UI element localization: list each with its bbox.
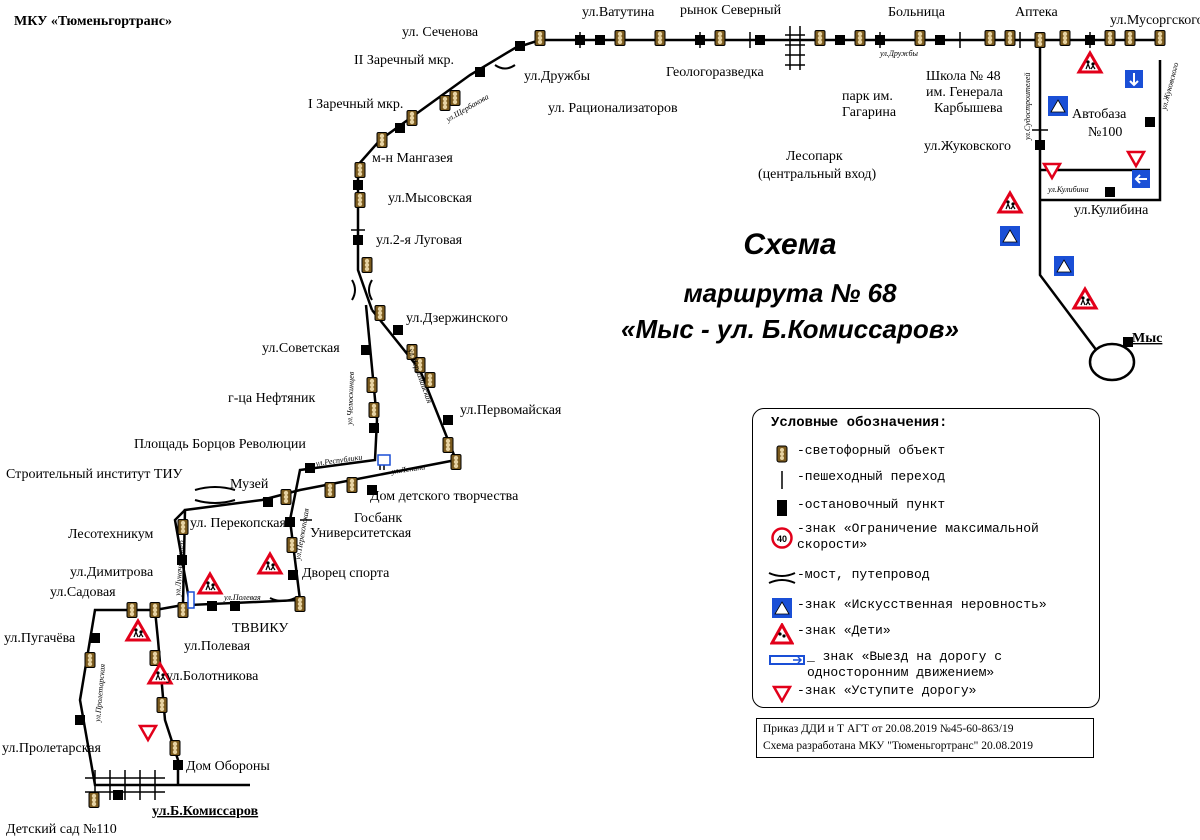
legend-item-pedestrian-crossing: -пешеходный переход	[767, 469, 945, 491]
legend-item-one-way-exit: _ знак «Выезд на дорогу с односторонним …	[767, 649, 1002, 681]
order-line: Приказ ДДИ и Т АГТ от 20.08.2019 №45-60-…	[763, 723, 1014, 735]
stop-label: ТВВИКУ	[232, 621, 288, 636]
stop-label: Университетская	[310, 526, 412, 541]
svg-text:40: 40	[777, 534, 787, 544]
stop-label: ул.Болотникова	[166, 669, 259, 684]
stop-label: ул.Садовая	[50, 585, 116, 600]
legend-item-traffic-light: -светофорный объект	[767, 443, 945, 465]
order-line: Схема разработана МКУ "Тюменьгортранс" 2…	[763, 740, 1033, 752]
route-number: маршрута № 68	[683, 278, 897, 308]
scheme-title: Схема	[743, 228, 837, 261]
stop-label: м-н Мангазея	[372, 151, 453, 166]
legend-header: Условные обозначения:	[771, 415, 948, 431]
stop-label: Детский сад №110	[6, 822, 117, 837]
stop-label: Дом Обороны	[186, 759, 270, 774]
stop-label: ул.Жуковского	[924, 139, 1011, 154]
stop-label: ул.Дружбы	[524, 69, 591, 84]
legend-item-give-way: -знак «Уступите дорогу»	[767, 683, 976, 705]
legend-item-speed-limit: 40 -знак «Ограничение максимальной скоро…	[767, 521, 1039, 553]
street-label: ул.Перекопская	[293, 507, 311, 561]
stop-label: ул.Первомайская	[460, 403, 562, 418]
stop-label: Гагарина	[842, 105, 897, 120]
stop-label: Аптека	[1015, 5, 1059, 20]
stop-label: Автобаза	[1072, 107, 1127, 122]
stop-label: парк им.	[842, 89, 893, 104]
stop-label: Школа № 48	[926, 69, 1001, 84]
stop-label: ул. Сеченова	[402, 25, 479, 40]
stop-label: Лесотехникум	[68, 527, 154, 542]
speed-limit-sign-icon: 40	[767, 527, 797, 549]
street-label: ул.Жуковского	[1159, 61, 1180, 111]
organization-name: МКУ «Тюменьгортранс»	[14, 14, 172, 29]
street-label: ул.Судостроителей	[1023, 73, 1032, 141]
stop-label: Дворец спорта	[302, 566, 390, 581]
road-signs	[125, 51, 1150, 742]
stop-label: (центральный вход)	[758, 167, 877, 182]
stop-label: им. Генерала	[926, 85, 1004, 100]
children-sign-icon	[767, 623, 797, 645]
stop-label: ул.Дзержинского	[406, 311, 508, 326]
street-label: ул.Полевая	[223, 593, 261, 602]
stop-label: Госбанк	[354, 511, 402, 526]
stop-labels: ул. Сеченова ул.Ватутина рынок Северный …	[2, 3, 1200, 837]
stop-label: Музей	[230, 477, 269, 492]
stop-label: ул.Пролетарская	[2, 741, 102, 756]
stop-label: Дом детского творчества	[370, 489, 519, 504]
legend-item-bus-stop: -остановочный пункт	[767, 497, 945, 519]
stop-label: ул. Перекопская	[190, 516, 287, 531]
stop-label: ул.Димитрова	[70, 565, 154, 580]
stop-label: ул. Рационализаторов	[548, 101, 678, 116]
stop-label: ул.2-я Луговая	[376, 233, 463, 248]
traffic-light-icon	[767, 443, 797, 465]
speed-bump-sign-icon	[767, 597, 797, 619]
give-way-sign-icon	[767, 683, 797, 705]
street-label: ул.Челюскинцев	[345, 371, 356, 426]
stop-label: №100	[1088, 125, 1122, 140]
route-name: «Мыс - ул. Б.Комиссаров»	[621, 314, 959, 344]
stop-label: рынок Северный	[680, 3, 782, 18]
legend-item-children: -знак «Дети»	[767, 623, 891, 645]
stop-label: Мыс	[1132, 331, 1162, 346]
stop-label: ул.Ватутина	[582, 5, 655, 20]
stop-label: ул.Мысовская	[388, 191, 472, 206]
stop-label: Площадь Борцов Революции	[134, 437, 306, 452]
street-label: ул.Ленина	[390, 462, 426, 476]
stop-label: ул.Кулибина	[1074, 203, 1149, 218]
street-label: ул.Кулибина	[1047, 185, 1089, 194]
legend-item-bridge: -мост, путепровод	[767, 567, 930, 589]
stop-label: Карбышева	[934, 101, 1003, 116]
stop-label: ул.Советская	[262, 341, 340, 356]
pedestrian-crossing-icon	[767, 469, 797, 491]
stop-label: ул.Полевая	[184, 639, 251, 654]
stop-label: I Заречный мкр.	[308, 97, 403, 112]
stop-label: ул.Пугачёва	[4, 631, 76, 646]
bridge-icon	[767, 567, 797, 589]
stop-label: г-ца Нефтяник	[228, 391, 316, 406]
bus-stop-icon	[767, 497, 797, 519]
stop-label: Больница	[888, 5, 946, 20]
stop-label: Строительный институт ТИУ	[6, 467, 183, 482]
stop-label: Геологоразведка	[666, 65, 764, 80]
legend-item-speed-bump: -знак «Искусственная неровность»	[767, 597, 1047, 619]
street-label: ул.Луначарского	[173, 540, 186, 597]
terminus-loop	[1088, 342, 1136, 382]
stop-label: ул.Мусоргского	[1110, 13, 1200, 28]
pedestrian-crossing-marks	[85, 26, 1091, 800]
order-note: Приказ ДДИ и Т АГТ от 20.08.2019 №45-60-…	[756, 718, 1094, 758]
stop-label: Лесопарк	[786, 149, 843, 164]
stop-label: ул.Б.Комиссаров	[152, 804, 259, 819]
one-way-exit-sign-icon	[767, 649, 807, 671]
bridge-marks	[194, 64, 516, 602]
legend: Условные обозначения: -светофорный объек…	[752, 408, 1100, 708]
street-label: ул.Дружбы	[879, 49, 919, 58]
stop-label: II Заречный мкр.	[354, 53, 454, 68]
street-label: ул.Пролетарская	[93, 663, 107, 723]
